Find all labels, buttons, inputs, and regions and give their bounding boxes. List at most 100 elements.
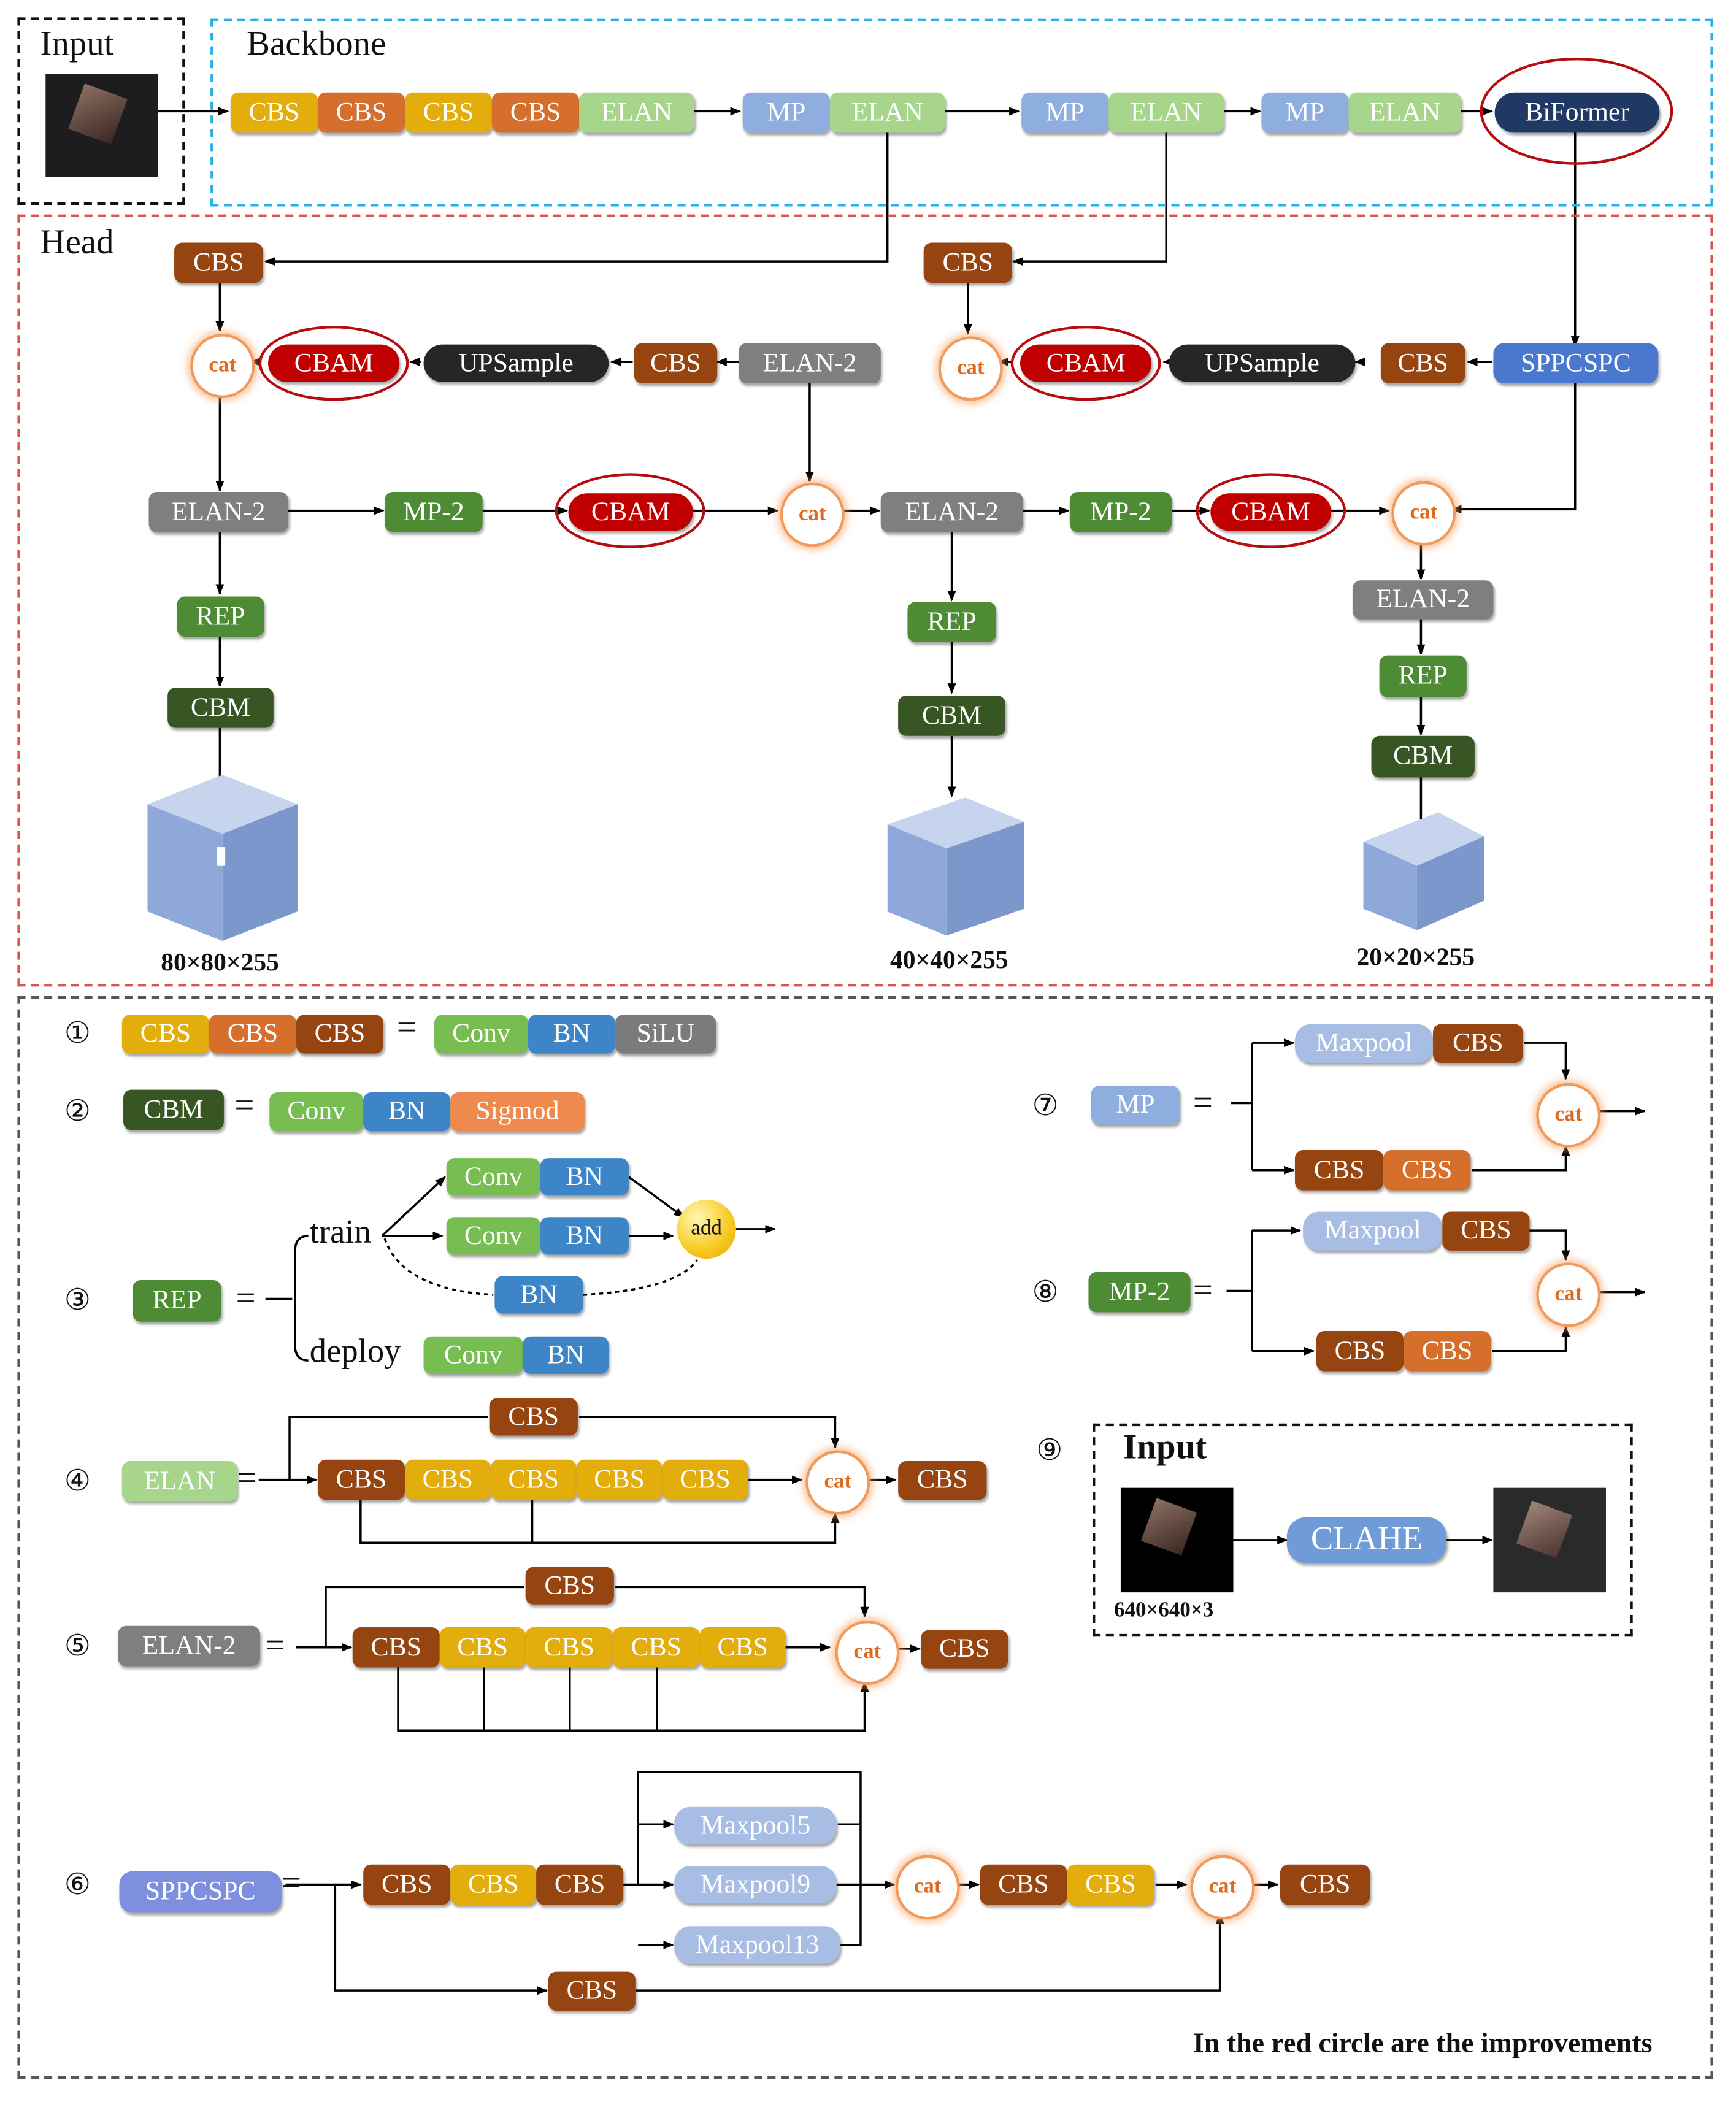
head-sppcspc: SPPCSPC xyxy=(1493,343,1659,383)
legend5-cbs-2: CBS xyxy=(439,1627,526,1668)
legend3-deploy-bn: BN xyxy=(523,1336,609,1374)
cbam-3-improvement-ring xyxy=(555,473,705,548)
legend3-train-label: train xyxy=(309,1214,371,1251)
backbone-elan-4: ELAN xyxy=(1348,92,1461,133)
legend9-input-image-icon xyxy=(1120,1487,1234,1593)
legend3-deploy-conv: Conv xyxy=(423,1336,523,1374)
legend-number-6: ⑥ xyxy=(64,1867,91,1901)
legend6-cbs-4: CBS xyxy=(980,1864,1067,1905)
legend3-deploy-label: deploy xyxy=(309,1333,401,1370)
head-elan2-right: ELAN-2 xyxy=(1352,580,1494,620)
legend5-cbs-top: CBS xyxy=(525,1567,614,1605)
legend7-equals: = xyxy=(1193,1083,1213,1122)
legend1-conv: Conv xyxy=(434,1015,529,1054)
footnote: In the red circle are the improvements xyxy=(1193,2027,1653,2059)
head-frame xyxy=(17,214,1713,987)
legend6-maxpool5: Maxpool5 xyxy=(674,1806,837,1844)
head-rep-mid: REP xyxy=(907,602,996,642)
legend3-conv-1: Conv xyxy=(446,1158,540,1196)
legend5-cbs-5: CBS xyxy=(699,1627,786,1668)
legend9-input-size: 640×640×3 xyxy=(1113,1599,1214,1622)
legend5-equals: = xyxy=(265,1625,285,1665)
legend7-mp: MP xyxy=(1091,1086,1180,1125)
legend-number-7: ⑦ xyxy=(1032,1088,1059,1122)
legend7-cbs-bottom-1: CBS xyxy=(1295,1149,1384,1191)
head-cbs-left: CBS xyxy=(174,242,263,283)
legend2-conv: Conv xyxy=(269,1092,364,1132)
legend2-sigmod: Sigmod xyxy=(450,1092,585,1132)
head-elan2-left: ELAN-2 xyxy=(148,492,288,532)
legend-number-2: ② xyxy=(64,1094,91,1127)
backbone-mp-3: MP xyxy=(1261,92,1349,133)
legend4-cbs-top: CBS xyxy=(489,1398,578,1436)
legend5-elan2: ELAN-2 xyxy=(118,1625,260,1667)
legend5-cbs-out: CBS xyxy=(921,1630,1008,1669)
legend8-equals: = xyxy=(1193,1270,1213,1310)
backbone-frame xyxy=(210,18,1713,207)
legend3-conv-2: Conv xyxy=(446,1217,540,1255)
legend3-equals: = xyxy=(236,1278,256,1318)
head-mp2-left: MP-2 xyxy=(385,492,483,532)
legend1-cbs-1: CBS xyxy=(121,1015,209,1054)
legend4-cbs-4: CBS xyxy=(576,1459,663,1500)
legend8-cbs-bottom-2: CBS xyxy=(1404,1331,1491,1372)
legend-number-5: ⑤ xyxy=(64,1629,91,1662)
legend6-cat-2: cat xyxy=(1190,1855,1255,1920)
legend6-sppcspc: SPPCSPC xyxy=(119,1871,282,1913)
legend4-cbs-2: CBS xyxy=(404,1459,491,1500)
biformer-improvement-ring xyxy=(1480,57,1673,165)
legend5-cbs-3: CBS xyxy=(525,1627,613,1668)
head-section-label: Head xyxy=(40,222,114,262)
input-section-label: Input xyxy=(40,24,114,63)
legend4-elan: ELAN xyxy=(121,1460,237,1502)
legend3-bn-identity: BN xyxy=(494,1276,583,1314)
legend4-cat: cat xyxy=(805,1450,870,1515)
legend7-cat: cat xyxy=(1536,1083,1601,1148)
legend-frame xyxy=(17,996,1713,2079)
legend4-cbs-1: CBS xyxy=(317,1459,405,1500)
backbone-elan-2: ELAN xyxy=(829,92,945,133)
legend9-clahe: CLAHE xyxy=(1286,1517,1446,1563)
head-cbs-mid: CBS xyxy=(923,242,1012,283)
legend4-cbs-3: CBS xyxy=(490,1459,577,1500)
legend1-equals: = xyxy=(396,1008,417,1047)
clahe-output-image-icon xyxy=(1493,1487,1606,1593)
legend2-cbm: CBM xyxy=(123,1089,224,1130)
head-upsample-2: UPSample xyxy=(1169,344,1356,382)
legend4-cbs-out: CBS xyxy=(898,1460,987,1500)
legend6-cbs-1: CBS xyxy=(363,1864,451,1905)
backbone-cbs-1: CBS xyxy=(230,92,318,133)
input-frame xyxy=(17,17,185,205)
head-elan2-row2: ELAN-2 xyxy=(739,343,881,383)
legend6-cat-1: cat xyxy=(895,1855,960,1920)
head-cat-4: cat xyxy=(1391,481,1456,546)
head-cbm-mid: CBM xyxy=(898,696,1005,736)
legend4-cbs-5: CBS xyxy=(662,1459,748,1500)
legend-number-8: ⑧ xyxy=(1032,1275,1059,1308)
cbam-1-improvement-ring xyxy=(258,326,409,401)
backbone-elan-3: ELAN xyxy=(1108,92,1224,133)
output-size-40: 40×40×255 xyxy=(890,946,1008,975)
output-size-20: 20×20×255 xyxy=(1356,943,1475,972)
head-rep-right: REP xyxy=(1379,655,1467,697)
head-cat-2: cat xyxy=(938,336,1003,401)
legend1-cbs-2: CBS xyxy=(209,1015,296,1054)
head-cbs-row2-right: CBS xyxy=(1380,343,1465,383)
clahe-input-frame xyxy=(1093,1423,1633,1637)
legend4-equals: = xyxy=(237,1458,257,1497)
legend7-cbs-bottom-2: CBS xyxy=(1383,1149,1471,1191)
output-cube-icon xyxy=(147,775,298,942)
legend3-bn-2: BN xyxy=(540,1217,629,1255)
legend6-maxpool13: Maxpool13 xyxy=(674,1926,841,1964)
legend5-cbs-4: CBS xyxy=(612,1627,700,1668)
head-mp2-mid: MP-2 xyxy=(1069,492,1172,532)
cbam-2-improvement-ring xyxy=(1010,326,1161,401)
head-cat-1: cat xyxy=(190,334,255,399)
legend2-bn: BN xyxy=(363,1092,451,1132)
output-size-80: 80×80×255 xyxy=(161,949,279,978)
legend7-maxpool: Maxpool xyxy=(1295,1024,1434,1063)
legend-number-9: ⑨ xyxy=(1036,1433,1063,1467)
backbone-section-label: Backbone xyxy=(247,24,386,63)
legend8-mp2: MP-2 xyxy=(1088,1272,1191,1313)
